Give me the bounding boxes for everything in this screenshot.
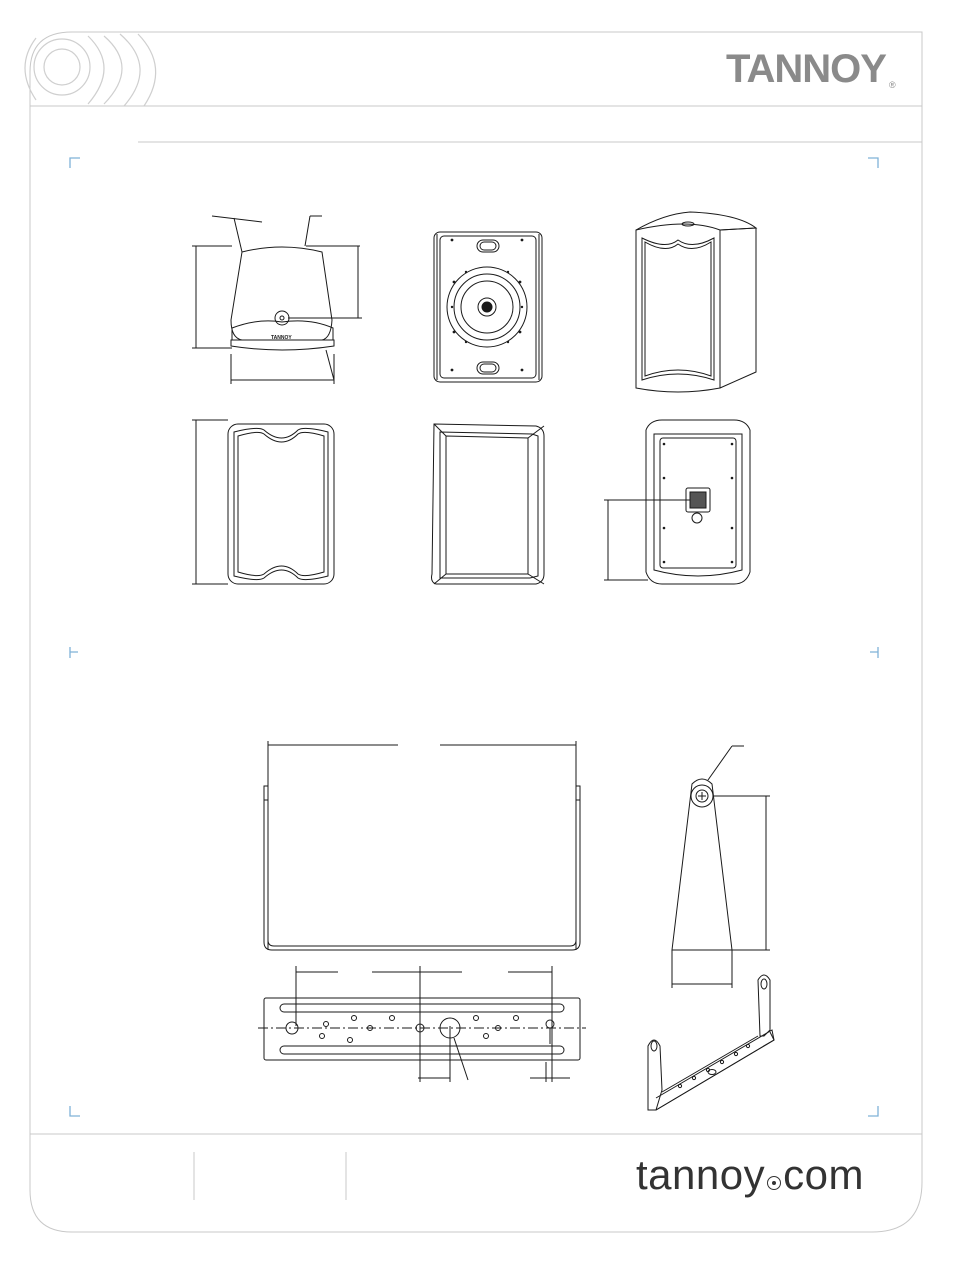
page-frame — [30, 32, 922, 1232]
svg-text:TANNOY: TANNOY — [271, 335, 292, 341]
website-prefix: tannoy — [636, 1151, 765, 1198]
top-view: TANNOY — [192, 216, 362, 384]
bracket-plate-view — [258, 966, 586, 1082]
crop-marks — [70, 158, 878, 1116]
website-link[interactable]: tannoy com — [636, 1150, 864, 1200]
front-grille-removed-view — [434, 232, 542, 382]
brand-logo[interactable]: TANNOY — [726, 46, 926, 92]
website-suffix: com — [783, 1151, 864, 1198]
bracket-perspective-view — [648, 975, 774, 1110]
perspective-view — [636, 212, 756, 392]
front-view — [192, 420, 334, 584]
registered-mark: ® — [889, 80, 896, 90]
bracket-side-arm-view — [672, 746, 770, 988]
header-swirl-icon — [25, 34, 156, 106]
dot-icon — [767, 1176, 781, 1190]
rear-view — [604, 420, 750, 584]
bracket-front-view — [264, 741, 580, 950]
side-view — [432, 424, 545, 584]
